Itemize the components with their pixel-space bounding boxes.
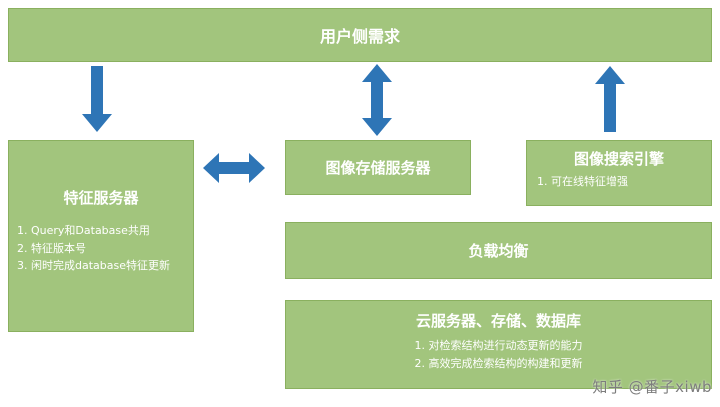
- feature-server-title: 特征服务器: [63, 189, 139, 207]
- node-cloud-services: 云服务器、存储、数据库 1. 对检索结构进行动态更新的能力 2. 高效完成检索结…: [285, 300, 712, 389]
- list-item: 1. Query和Database共用: [17, 224, 150, 237]
- node-feature-server: 特征服务器 1. Query和Database共用 2. 特征版本号 3. 闲时…: [8, 140, 194, 332]
- list-item: 3. 闲时完成database特征更新: [17, 259, 170, 273]
- watermark: 知乎 @番子xiwb: [592, 378, 712, 396]
- image-storage-title: 图像存储服务器: [325, 159, 431, 177]
- user-demand-title: 用户侧需求: [319, 27, 400, 46]
- list-item: 1. 对检索结构进行动态更新的能力: [414, 339, 583, 352]
- image-search-list: 1. 可在线特征增强: [537, 173, 701, 191]
- cloud-services-title: 云服务器、存储、数据库: [415, 312, 581, 330]
- up-arrow-icon: [595, 66, 625, 132]
- list-item: 1. 可在线特征增强: [537, 175, 628, 188]
- node-image-storage: 图像存储服务器: [285, 140, 471, 195]
- left-right-arrow-icon: [203, 153, 265, 183]
- list-item: 2. 高效完成检索结构的构建和更新: [414, 356, 583, 370]
- down-arrow-icon: [82, 66, 112, 132]
- list-item: 2. 特征版本号: [17, 241, 86, 255]
- load-balance-title: 负载均衡: [468, 242, 529, 260]
- up-down-arrow-icon: [362, 64, 392, 136]
- image-search-title: 图像搜索引擎: [573, 150, 664, 168]
- node-load-balance: 负载均衡: [285, 222, 712, 279]
- cloud-services-list: 1. 对检索结构进行动态更新的能力 2. 高效完成检索结构的构建和更新: [296, 337, 701, 372]
- node-user-demand: 用户侧需求: [8, 8, 712, 62]
- node-image-search: 图像搜索引擎 1. 可在线特征增强: [526, 140, 712, 206]
- feature-server-list: 1. Query和Database共用 2. 特征版本号 3. 闲时完成data…: [17, 222, 185, 275]
